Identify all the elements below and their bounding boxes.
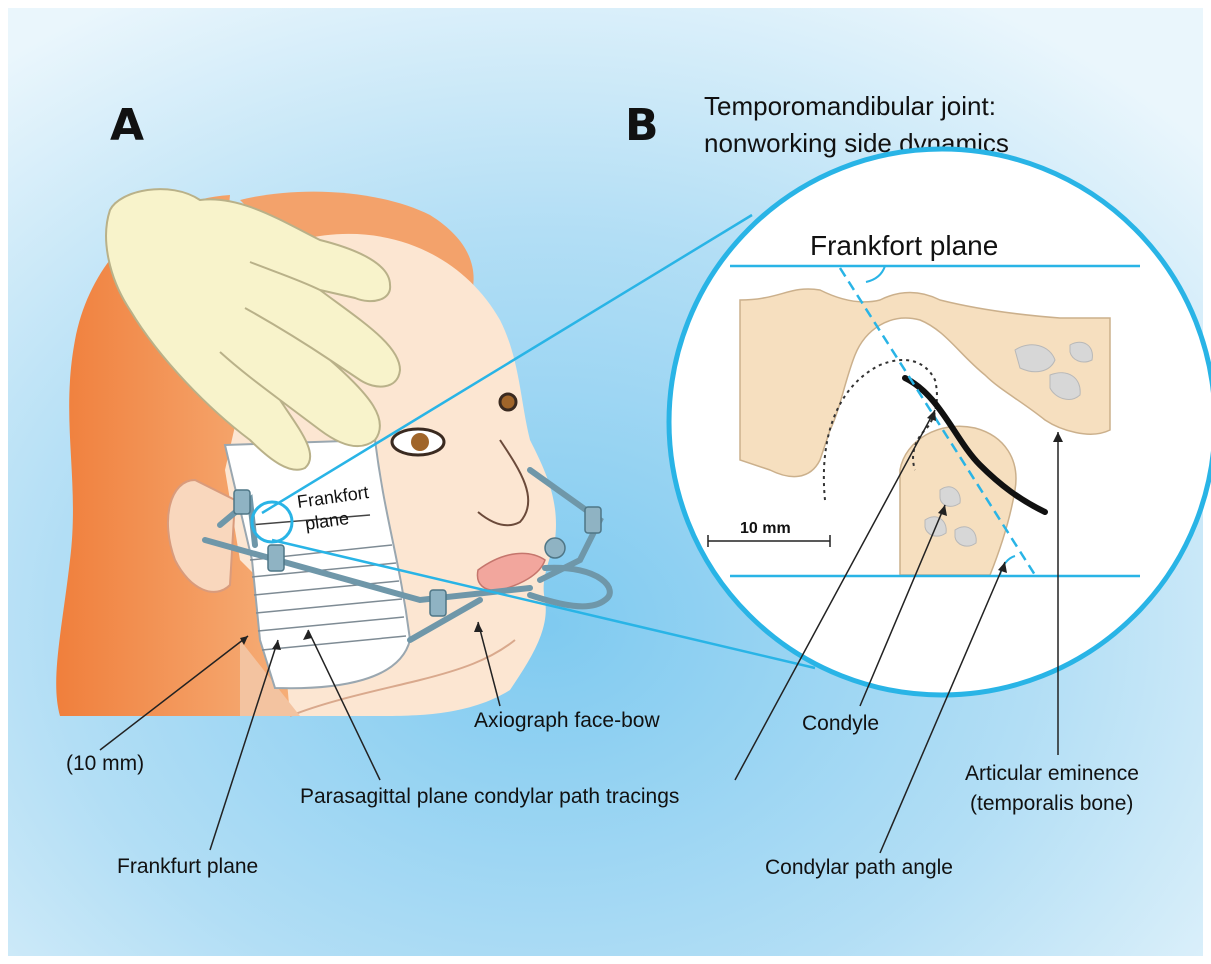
- panel-letter-a: A: [110, 100, 144, 151]
- label-ten-mm: (10 mm): [66, 752, 144, 775]
- zoom-frankfort-plane-label: Frankfort plane: [810, 230, 998, 261]
- label-temporalis-bone: (temporalis bone): [970, 792, 1133, 815]
- label-condyle: Condyle: [802, 712, 879, 735]
- label-axiograph-face-bow: Axiograph face-bow: [474, 709, 660, 732]
- label-parasagittal-tracings: Parasagittal plane condylar path tracing…: [300, 785, 679, 808]
- far-eye: [500, 394, 516, 410]
- label-condylar-path-angle: Condylar path angle: [765, 856, 953, 879]
- panel-letter-b: B: [625, 100, 659, 151]
- label-articular-eminence: Articular eminence: [965, 762, 1139, 785]
- panel-b-title-line1: Temporomandibular joint:: [704, 91, 996, 121]
- label-frankfurt-plane: Frankfurt plane: [117, 855, 258, 878]
- scale-bar-label: 10 mm: [740, 520, 791, 537]
- iris: [411, 433, 429, 451]
